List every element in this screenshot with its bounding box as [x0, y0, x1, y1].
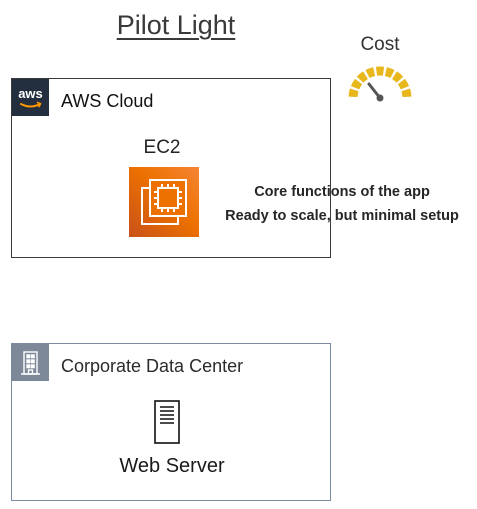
ec2-chip-icon [129, 167, 199, 237]
building-icon [12, 344, 49, 381]
web-server-label: Web Server [119, 455, 225, 477]
page-title: Pilot Light [116, 10, 236, 40]
gauge-segment [401, 88, 412, 98]
cost-label: Cost [360, 34, 400, 55]
note-line-core-functions: Core functions of the app [254, 184, 430, 200]
gauge-segment [391, 71, 404, 83]
corporate-data-center-group: Corporate Data Center Web Server [11, 343, 331, 501]
gauge-segment [350, 78, 363, 90]
gauge-segment [365, 67, 376, 79]
cost-gauge-icon [348, 66, 412, 102]
gauge-segment [384, 67, 395, 79]
aws-logo-icon: aws [12, 79, 49, 116]
data-center-title: Corporate Data Center [61, 356, 244, 376]
note-line-ready-to-scale: Ready to scale, but minimal setup [225, 208, 459, 224]
pilot-light-notes: Core functions of the app Ready to scale… [204, 180, 477, 228]
gauge-segment [397, 78, 410, 90]
ec2-label: EC2 [143, 137, 181, 158]
aws-logo-text: aws [18, 86, 43, 101]
gauge-segment [348, 88, 359, 98]
server-icon [154, 400, 180, 444]
gauge-segment [356, 71, 369, 83]
aws-cloud-group: aws AWS Cloud EC2 [11, 78, 331, 258]
aws-cloud-title: AWS Cloud [61, 91, 154, 111]
